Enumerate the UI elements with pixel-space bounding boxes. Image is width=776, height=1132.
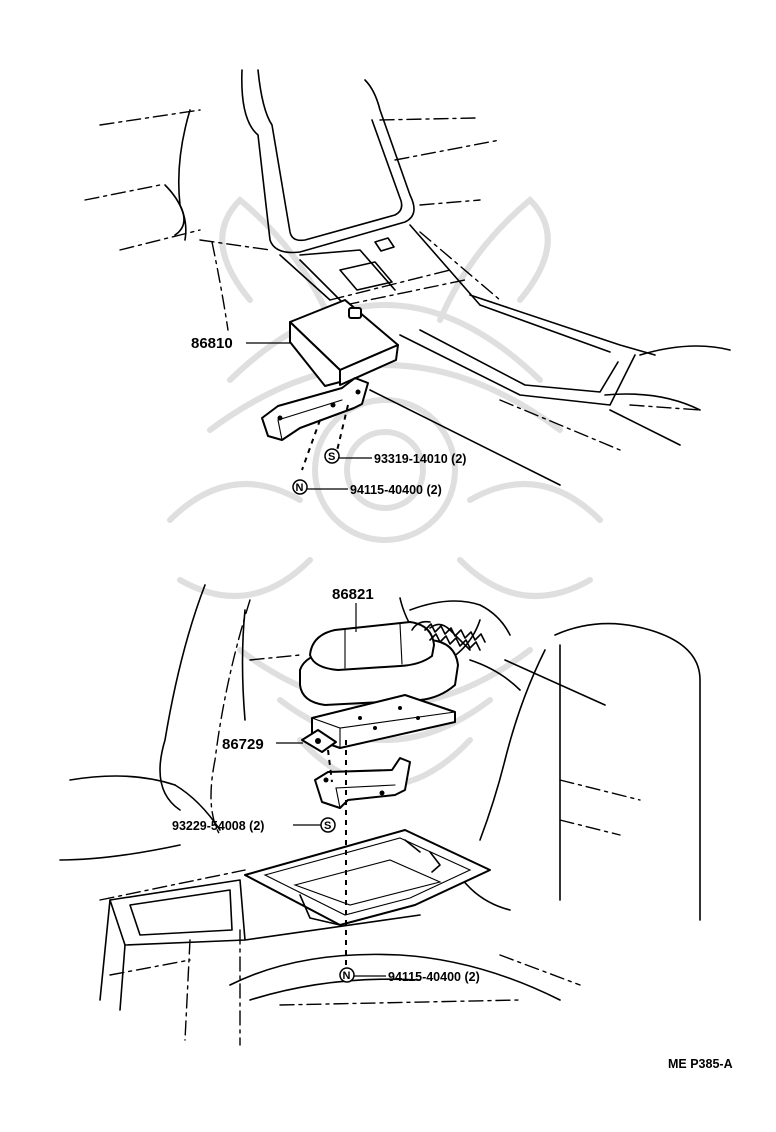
- part-86729-cradle: [301, 694, 456, 753]
- reference-code: ME P385-A: [668, 1057, 733, 1071]
- coiled-cord: [424, 623, 486, 651]
- label-86729: 86729: [222, 736, 264, 753]
- bracket-86810: [261, 377, 369, 441]
- label-86810: 86810: [191, 335, 233, 352]
- label-86821: 86821: [332, 586, 374, 603]
- fastener-93319-14010: 93319-14010 (2): [374, 452, 466, 466]
- part-86821-handset: [299, 620, 471, 706]
- fastener-93229-54008: 93229-54008 (2): [172, 819, 264, 833]
- fastener-94115-40400-lower: 94115-40400 (2): [388, 970, 480, 984]
- armrest-tray: [244, 829, 491, 926]
- fastener-symbol-n: N: [296, 482, 304, 494]
- fastener-symbol-n-lower: N: [343, 970, 351, 982]
- bottom-seat-scene: [59, 584, 701, 1046]
- fastener-symbol-s: S: [328, 451, 335, 463]
- part-86810-box: [289, 299, 399, 387]
- fastener-symbol-s-lower: S: [324, 820, 331, 832]
- bracket-86729: [314, 757, 411, 809]
- top-console-scene: [84, 69, 731, 451]
- fastener-94115-40400-upper: 94115-40400 (2): [350, 483, 442, 497]
